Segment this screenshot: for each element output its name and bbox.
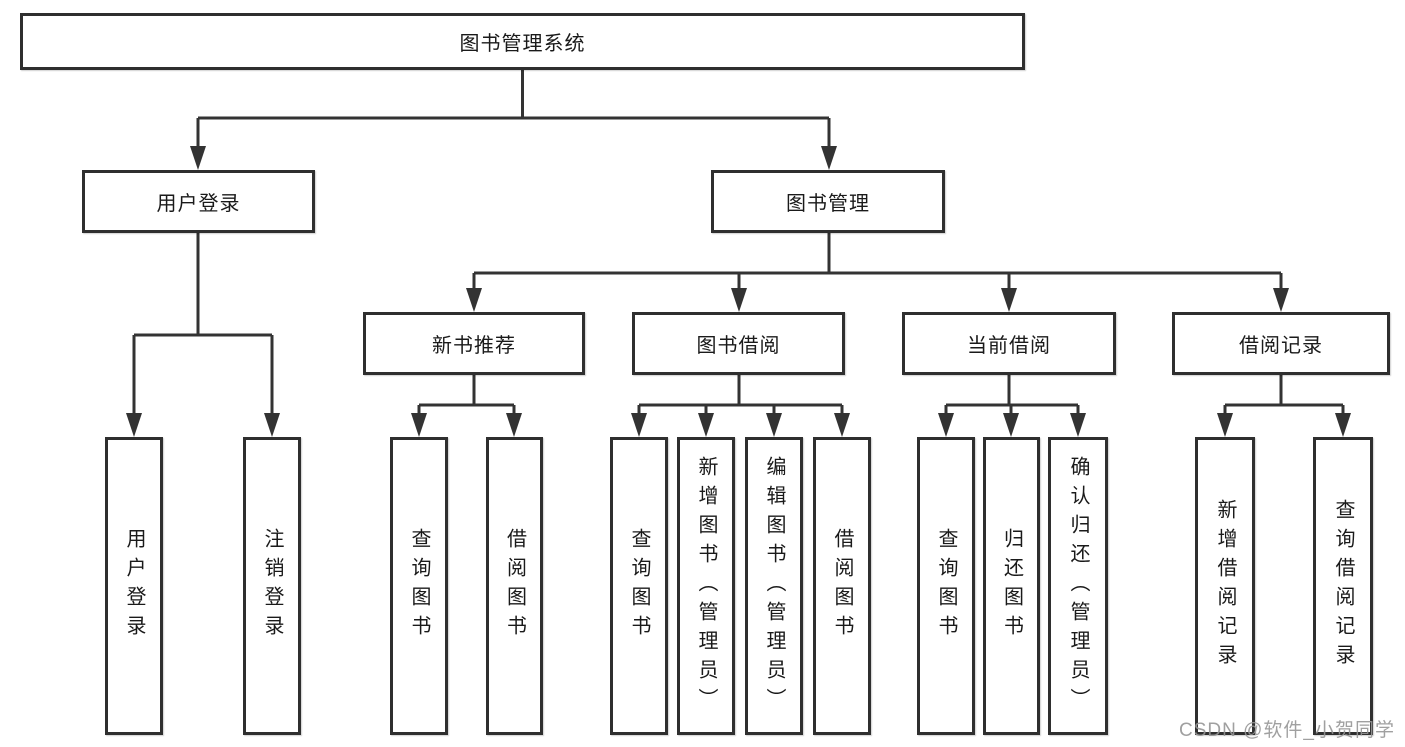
- leaf-current-query-book: 查询图书: [917, 437, 975, 735]
- node-book-management: 图书管理: [711, 170, 945, 233]
- node-label: 借阅记录: [1239, 335, 1323, 357]
- leaf-current-return-book: 归还图书: [983, 437, 1040, 735]
- leaf-newbook-query-book: 查询图书: [390, 437, 448, 735]
- node-label: 借阅图书: [831, 528, 853, 644]
- node-label: 借阅图书: [503, 528, 526, 644]
- node-new-book-recommend: 新书推荐: [363, 312, 585, 375]
- leaf-borrowing-query-book: 查询图书: [610, 437, 668, 735]
- node-label: 当前借阅: [967, 335, 1051, 357]
- node-current-borrowing: 当前借阅: [902, 312, 1116, 375]
- node-user-login: 用户登录: [82, 170, 315, 233]
- node-label: 注销登录: [261, 528, 283, 644]
- leaf-logout-login: 注销登录: [243, 437, 301, 735]
- node-label: 归还图书: [1000, 528, 1023, 644]
- node-label: 用户登录: [123, 528, 145, 644]
- node-label: 查询图书: [935, 528, 957, 644]
- node-label: 图书管理系统: [459, 33, 586, 55]
- node-label: 新增图书（管理员）: [695, 455, 717, 717]
- node-label: 确认归还（管理员）: [1067, 455, 1089, 717]
- leaf-borrowing-add-book-admin: 新增图书（管理员）: [677, 437, 735, 735]
- csdn-watermark: CSDN @软件_小贺同学: [1179, 720, 1395, 741]
- node-label: 查询借阅记录: [1332, 499, 1354, 673]
- node-label: 用户登录: [156, 193, 241, 215]
- leaf-borrowing-edit-book-admin: 编辑图书（管理员）: [745, 437, 803, 735]
- node-label: 查询图书: [408, 528, 430, 644]
- node-borrowing-records: 借阅记录: [1172, 312, 1390, 375]
- leaf-borrowing-borrow-book: 借阅图书: [813, 437, 871, 735]
- node-book-borrowing: 图书借阅: [632, 312, 845, 375]
- leaf-record-add-borrow-record: 新增借阅记录: [1195, 437, 1255, 735]
- node-label: 编辑图书（管理员）: [763, 455, 785, 717]
- node-root-system: 图书管理系统: [20, 13, 1025, 70]
- node-label: 新增借阅记录: [1214, 499, 1236, 673]
- node-label: 图书借阅: [696, 335, 781, 357]
- node-label: 查询图书: [628, 528, 650, 644]
- node-label: 图书管理: [786, 193, 870, 215]
- leaf-record-query-borrow-record: 查询借阅记录: [1313, 437, 1373, 735]
- leaf-user-login: 用户登录: [105, 437, 163, 735]
- node-label: 新书推荐: [432, 335, 516, 357]
- leaf-newbook-borrow-book: 借阅图书: [486, 437, 543, 735]
- leaf-current-confirm-return-admin: 确认归还（管理员）: [1048, 437, 1108, 735]
